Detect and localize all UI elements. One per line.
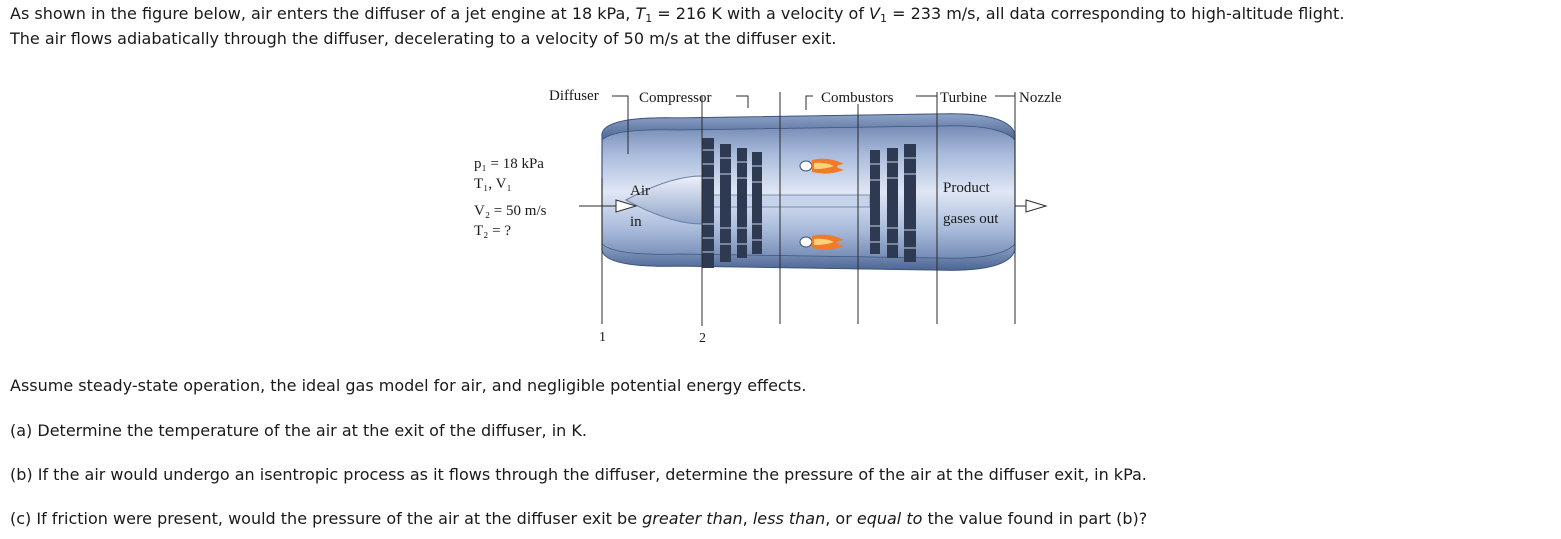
air-in-label-line2: in <box>630 214 642 230</box>
turbine-blade-hatch <box>870 157 916 249</box>
air-in-arrow-head <box>615 199 638 213</box>
question-a: (a) Determine the temperature of the air… <box>10 421 587 440</box>
intro-text-1: As shown in the figure below, air enters… <box>10 4 636 23</box>
t1-symbol: T <box>635 4 646 23</box>
turbine-leader-right <box>916 95 938 108</box>
jet-engine-diagram: Diffuser Compressor Combustors Turbine N… <box>474 88 1062 346</box>
question-c-prefix: (c) If friction were present, would the … <box>10 509 643 528</box>
diffuser-leader <box>612 95 629 154</box>
question-c-sep2: , or <box>825 509 857 528</box>
compressor-label: Compressor <box>639 90 712 106</box>
compressor-blade-hatch <box>702 149 762 253</box>
t1v1-condition: T₁, V₁ <box>474 176 512 192</box>
v2-condition: V₂ = 50 m/s <box>474 203 547 219</box>
turbine-label: Turbine <box>940 90 987 106</box>
intro-text-2: = 216 K with a velocity of <box>652 4 870 23</box>
v1-subscript: 1 <box>880 12 887 25</box>
question-c-sep1: , <box>742 509 753 528</box>
compressor-blades <box>702 138 762 268</box>
nozzle-leader-right <box>995 95 1016 108</box>
exhaust-arrow-head <box>1025 199 1048 213</box>
combustor-flame-bottom <box>799 234 844 250</box>
intro-text-3: = 233 m/s, all data corresponding to hig… <box>887 4 1345 23</box>
combustors-label: Combustors <box>821 90 894 106</box>
intro-line-2: The air flows adiabatically through the … <box>10 28 837 48</box>
compressor-leader <box>736 95 749 108</box>
jet-engine-figure: Diffuser Compressor Combustors Turbine N… <box>440 78 1100 350</box>
combustor-flame-top <box>799 158 844 174</box>
t2-condition: T₂ = ? <box>474 223 511 239</box>
problem-intro: As shown in the figure below, air enters… <box>10 2 1344 51</box>
question-c-suffix: the value found in part (b)? <box>922 509 1148 528</box>
t1-subscript: 1 <box>645 12 653 25</box>
question-b: (b) If the air would undergo an isentrop… <box>10 465 1147 484</box>
station-1-label: 1 <box>599 330 606 345</box>
nozzle-label: Nozzle <box>1019 90 1062 106</box>
label-leaders <box>612 95 1016 154</box>
option-less-than: less than <box>752 509 826 528</box>
assumptions-text: Assume steady-state operation, the ideal… <box>10 376 807 395</box>
air-in-label-line1: Air <box>630 183 650 199</box>
exhaust-label-line1: Product <box>943 180 990 196</box>
option-equal-to: equal to <box>856 509 923 528</box>
question-c: (c) If friction were present, would the … <box>10 507 1147 531</box>
p1-condition: p₁ = 18 kPa <box>474 156 544 172</box>
exhaust-label-line2: gases out <box>943 211 999 227</box>
diffuser-label: Diffuser <box>549 88 599 104</box>
v1-symbol: V <box>869 4 880 23</box>
section-lines <box>601 92 1016 326</box>
intro-line-1: As shown in the figure below, air enters… <box>10 2 1344 27</box>
combustors-leader <box>805 95 813 110</box>
station-2-label: 2 <box>699 331 706 346</box>
option-greater-than: greater than <box>642 509 743 528</box>
